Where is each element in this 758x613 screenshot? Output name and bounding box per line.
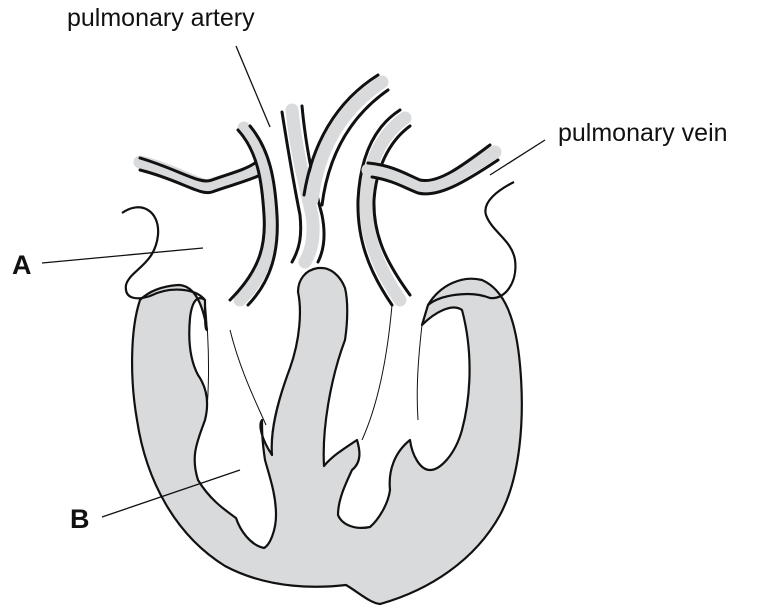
right-atrium-wall [122, 207, 205, 300]
tricuspid-valve-right-leaflet [230, 330, 266, 425]
label-pulmonary-vein: pulmonary vein [558, 119, 728, 147]
label-a: A [12, 250, 32, 280]
label-pulmonary-artery: pulmonary artery [67, 4, 255, 32]
heart-wall [132, 268, 522, 604]
mitral-valve-right-leaflet [417, 325, 422, 420]
label-b: B [70, 504, 90, 534]
mitral-valve-left-leaflet [362, 305, 392, 440]
leader-pulmonary-artery [236, 46, 270, 127]
leader-a [42, 248, 203, 263]
